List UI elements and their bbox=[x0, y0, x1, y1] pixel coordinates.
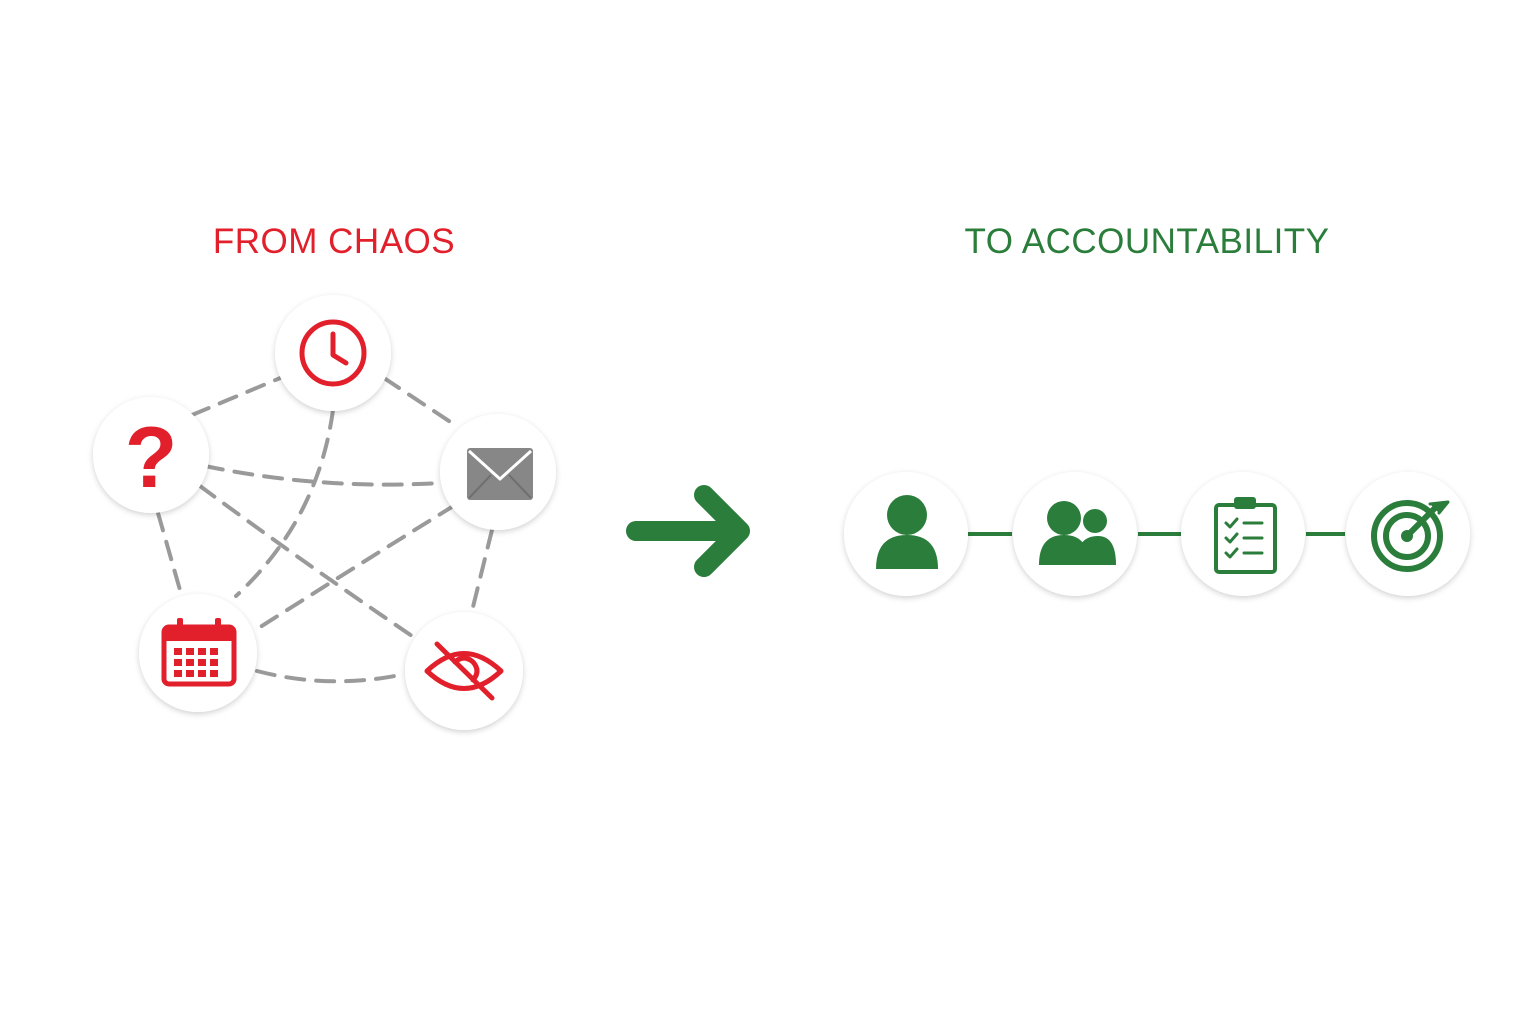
chaos-node-calendar bbox=[139, 594, 257, 712]
people-icon bbox=[1039, 501, 1116, 565]
connector-clock-envelope bbox=[382, 376, 457, 427]
connector-clock-calendar bbox=[234, 408, 335, 598]
accountability-step-clipboard bbox=[1181, 472, 1305, 596]
envelope-icon bbox=[467, 448, 533, 500]
arrow-right-icon bbox=[626, 485, 750, 577]
chaos-node-question: ? bbox=[93, 397, 209, 513]
chaos-heading: FROM CHAOS bbox=[212, 222, 456, 261]
connector-envelope-calendar bbox=[252, 503, 457, 633]
connector-calendar-eyeslash bbox=[255, 669, 407, 684]
accountability-step-target bbox=[1346, 472, 1470, 596]
person-icon bbox=[876, 495, 938, 569]
clock-icon bbox=[299, 319, 367, 387]
accountability-heading: TO ACCOUNTABILITY bbox=[964, 222, 1330, 261]
connector-question-eyeslash bbox=[198, 484, 414, 638]
chaos-node-clock bbox=[275, 295, 391, 411]
calendar-icon bbox=[161, 618, 237, 687]
target-icon bbox=[1371, 500, 1450, 572]
connector-question-clock bbox=[190, 374, 287, 417]
connector-question-envelope bbox=[203, 464, 442, 487]
accountability-step-person bbox=[844, 472, 968, 596]
clipboard-checklist-icon bbox=[1214, 497, 1277, 574]
accountability-step-people bbox=[1013, 472, 1137, 596]
chaos-node-envelope bbox=[440, 414, 556, 530]
chaos-node-eye-slash bbox=[405, 612, 523, 730]
chaos-connectors bbox=[156, 374, 494, 684]
question-mark-icon: ? bbox=[125, 410, 178, 506]
eye-slash-icon bbox=[424, 641, 504, 701]
connector-question-calendar bbox=[156, 511, 184, 599]
connector-envelope-eyeslash bbox=[470, 528, 494, 613]
